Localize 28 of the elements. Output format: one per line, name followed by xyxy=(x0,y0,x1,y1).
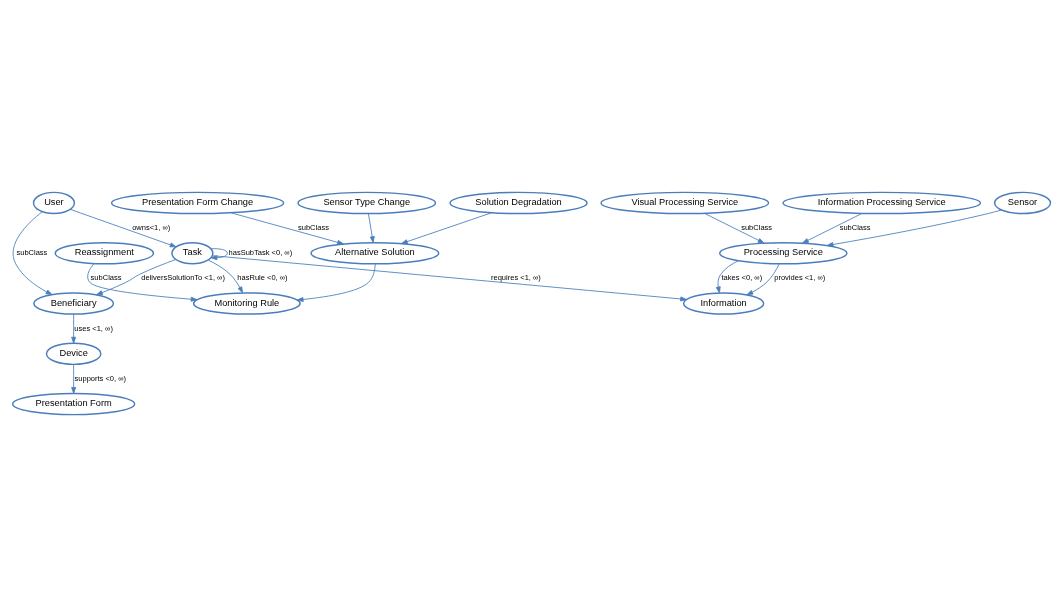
arrow xyxy=(230,212,344,245)
node-ellipse: User xyxy=(32,191,76,215)
arrow xyxy=(826,209,1002,247)
arrow xyxy=(71,364,77,394)
node-ellipse: Sensor xyxy=(993,191,1052,215)
arrow xyxy=(211,255,687,302)
arrow xyxy=(96,259,177,296)
node-ellipse: Device xyxy=(45,342,102,366)
arrow xyxy=(207,259,243,294)
arrow xyxy=(704,212,765,244)
node-ellipse: Reassignment xyxy=(54,241,155,265)
arrow xyxy=(802,213,863,244)
arrow xyxy=(746,263,780,296)
node-ellipse: Presentation Form Change xyxy=(110,191,285,215)
node-ellipse: Presentation Form xyxy=(11,392,136,416)
arrow xyxy=(715,260,739,294)
node-ellipse: Information Processing Service xyxy=(782,191,982,215)
arrow xyxy=(12,211,53,295)
arrow xyxy=(296,263,376,302)
arrow xyxy=(401,212,492,245)
node-ellipse: Visual Processing Service xyxy=(600,191,770,215)
arrow xyxy=(368,213,375,243)
arrow xyxy=(69,208,177,248)
node-ellipse: Solution Degradation xyxy=(449,191,588,215)
node-ellipse: Sensor Type Change xyxy=(297,191,437,215)
arrow xyxy=(71,313,77,344)
arrow xyxy=(210,248,228,261)
arrow xyxy=(87,263,198,302)
